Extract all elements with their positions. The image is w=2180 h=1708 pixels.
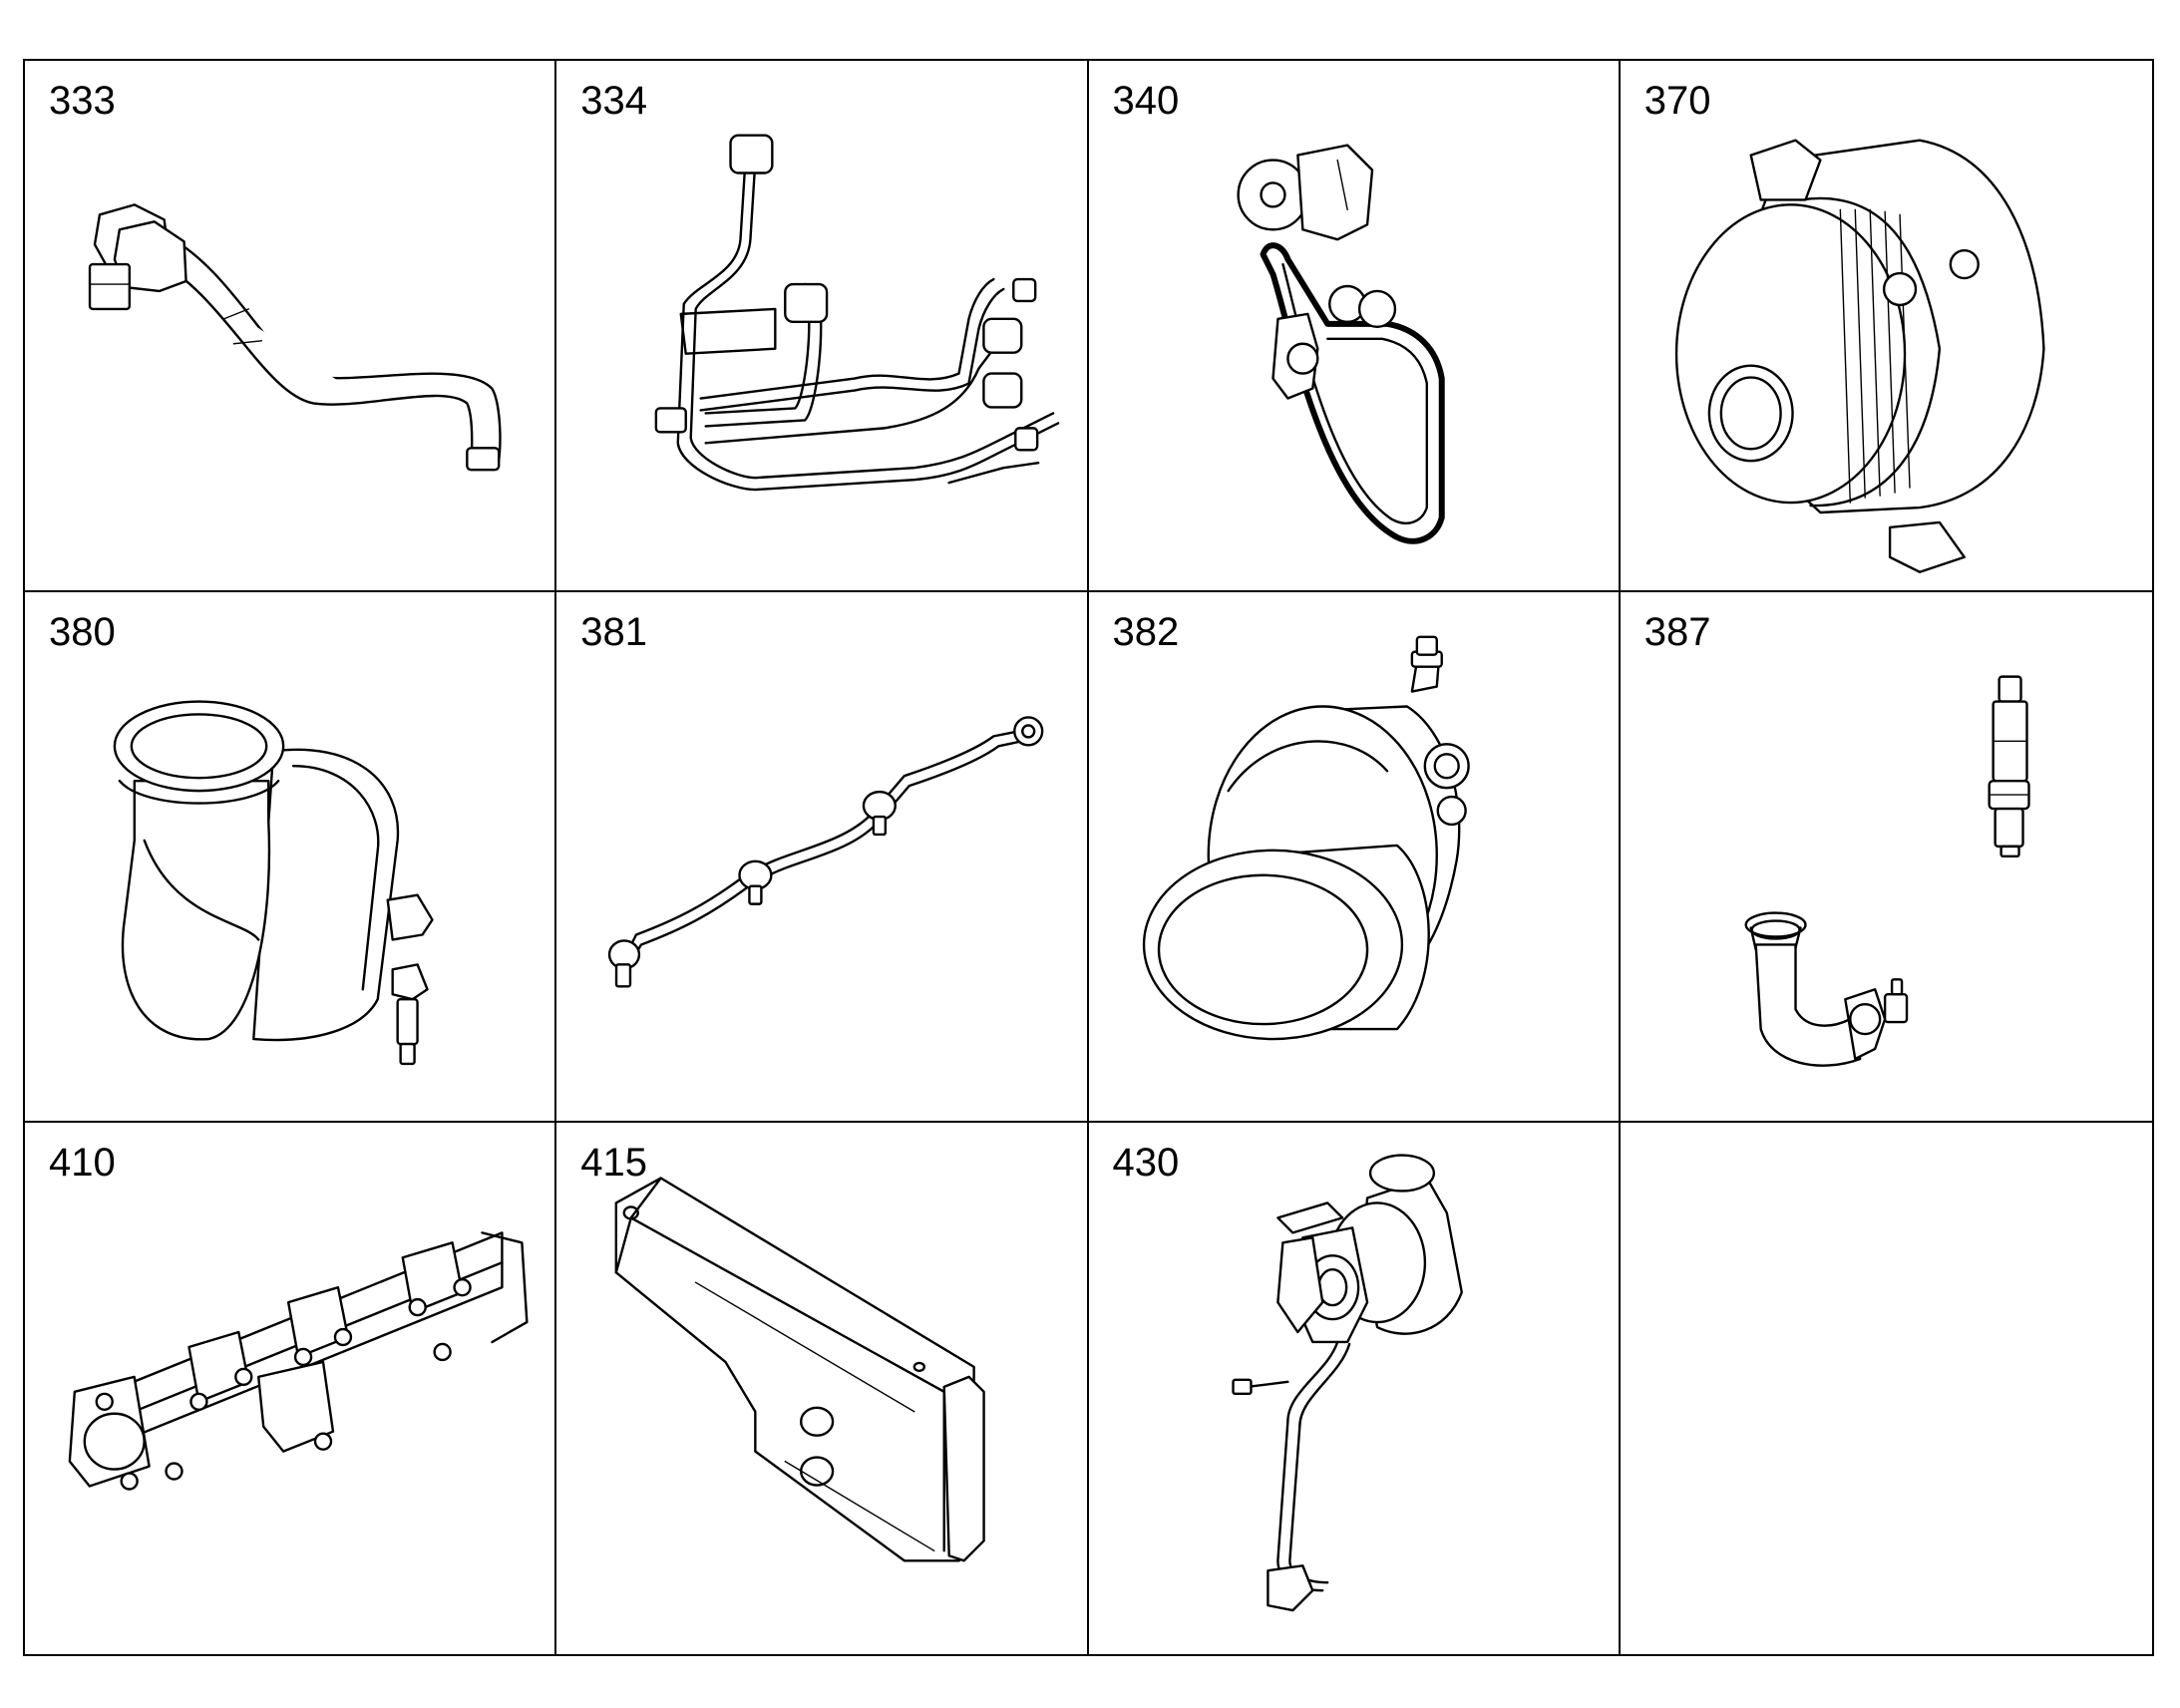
part-cell[interactable]: 334 bbox=[556, 61, 1089, 592]
parts-grid: 333 334 bbox=[23, 59, 2154, 1656]
turbocharger-housing-icon bbox=[113, 699, 434, 1065]
belt-drive-tensioner-icon bbox=[1236, 144, 1445, 544]
part-cell[interactable]: 370 bbox=[1620, 61, 2152, 592]
part-number: 381 bbox=[580, 609, 647, 654]
part-cell[interactable]: 430 bbox=[1089, 1123, 1621, 1654]
sensor-and-elbow-fitting-icon bbox=[1744, 675, 2030, 1067]
heat-shield-icon bbox=[614, 1177, 986, 1562]
part-cell[interactable]: 340 bbox=[1088, 61, 1621, 592]
empty-cell bbox=[1621, 1123, 2152, 1654]
part-cell[interactable]: 410 bbox=[25, 1123, 557, 1654]
part-number: 430 bbox=[1112, 1141, 1180, 1186]
part-cell[interactable]: 415 bbox=[556, 1123, 1089, 1654]
part-number: 380 bbox=[49, 609, 116, 654]
part-cell[interactable]: 381 bbox=[556, 591, 1089, 1124]
turbo-with-oil-line-icon bbox=[1231, 1154, 1463, 1612]
part-cell[interactable]: 382 bbox=[1088, 591, 1621, 1124]
turbo-compressor-housing-icon bbox=[1142, 635, 1470, 1040]
part-number: 370 bbox=[1643, 79, 1711, 123]
part-number: 387 bbox=[1643, 609, 1711, 654]
part-cell[interactable]: 387 bbox=[1620, 592, 2152, 1124]
part-number: 410 bbox=[49, 1141, 116, 1186]
part-number: 340 bbox=[1112, 79, 1180, 123]
water-pump-pulley-icon bbox=[1674, 139, 2045, 573]
exhaust-manifold-icon bbox=[68, 1231, 529, 1492]
part-number: 382 bbox=[1112, 609, 1180, 654]
coolant-pipe-assembly-icon bbox=[654, 134, 1060, 492]
part-number: 334 bbox=[580, 79, 647, 123]
coolant-hose-elbow-icon bbox=[88, 203, 502, 472]
part-number: 415 bbox=[580, 1141, 647, 1186]
part-cell[interactable]: 380 bbox=[25, 591, 557, 1124]
part-cell[interactable]: 333 bbox=[25, 61, 557, 592]
fuel-rail-line-icon bbox=[608, 715, 1044, 988]
part-number: 333 bbox=[49, 79, 116, 123]
